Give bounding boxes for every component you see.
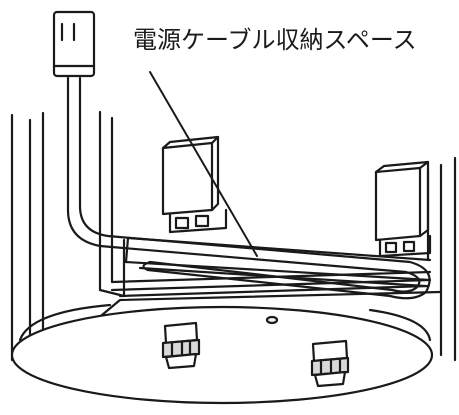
hinge-bracket-left — [161, 135, 228, 234]
adjuster-foot-icon — [310, 339, 350, 388]
power-plug-icon — [52, 10, 96, 78]
cable-storage-label: 電源ケーブル収納スペース — [133, 26, 417, 54]
callout-leader-line — [149, 71, 258, 257]
cabinet-left-wall — [10, 110, 114, 362]
cabinet-right-wall — [426, 156, 457, 362]
adjuster-foot-icon — [161, 321, 201, 370]
appliance-base — [10, 303, 434, 405]
power-cable — [66, 76, 431, 300]
hinge-bracket-right — [374, 160, 432, 258]
